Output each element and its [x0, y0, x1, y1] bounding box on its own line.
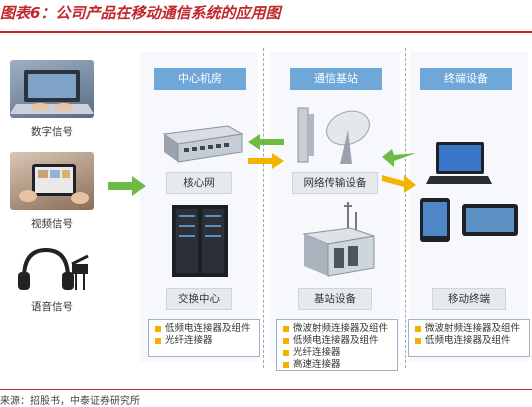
- tablet-icon: [420, 198, 450, 242]
- list-item: 微波射频连接器及组件: [415, 323, 523, 335]
- bullet-icon: [415, 325, 421, 332]
- list-item: 微波射频连接器及组件: [283, 323, 391, 335]
- laptop-typing-icon: [10, 60, 94, 118]
- bullet-icon: [415, 337, 421, 344]
- node-base-station: 基站设备: [298, 288, 372, 310]
- heading-terminal: 终端设备: [420, 68, 512, 90]
- tablet-video-icon: [10, 152, 94, 210]
- arrow-right-icon: [108, 176, 146, 196]
- component-list-center: 低频电连接器及组件 光纤连接器: [148, 319, 260, 357]
- column-divider: [263, 48, 264, 368]
- arrow-right-icon: [382, 175, 416, 193]
- arrow-right-icon: [248, 153, 284, 169]
- component-list-terminal: 微波射频连接器及组件 低频电连接器及组件: [408, 319, 530, 357]
- tablet-landscape-icon: [462, 204, 518, 236]
- heading-center: 中心机房: [154, 68, 246, 90]
- bullet-icon: [283, 325, 289, 332]
- bullet-icon: [283, 337, 289, 344]
- base-station-icon: [302, 202, 375, 277]
- node-core-network: 核心网: [166, 172, 232, 194]
- title-rule: [0, 31, 532, 33]
- list-item: 光纤连接器: [283, 347, 391, 359]
- laptop-icon: [426, 142, 492, 184]
- list-item: 低频电连接器及组件: [283, 335, 391, 347]
- column-band-station: [270, 52, 400, 362]
- list-item: 高速连接器: [283, 359, 391, 371]
- list-item: 低频电连接器及组件: [415, 335, 523, 347]
- figure-title: 图表6：公司产品在移动通信系统的应用图: [0, 4, 281, 22]
- source-label-digital: 数字信号: [31, 126, 73, 138]
- node-network-transmission: 网络传输设备: [292, 172, 378, 194]
- bullet-icon: [283, 349, 289, 356]
- component-list-station: 微波射频连接器及组件 低频电连接器及组件 光纤连接器 高速连接器: [276, 319, 398, 371]
- bullet-icon: [283, 361, 289, 368]
- bullet-icon: [155, 337, 161, 344]
- satellite-dish-icon: [297, 107, 370, 164]
- heading-station: 通信基站: [290, 68, 382, 90]
- source-label-video: 视频信号: [31, 218, 73, 230]
- server-chassis-icon: [162, 125, 244, 163]
- column-divider: [405, 48, 406, 368]
- footer-rule: [0, 389, 532, 390]
- node-mobile-terminal: 移动终端: [432, 288, 506, 310]
- server-rack-icon: [172, 205, 228, 277]
- arrow-left-icon: [382, 149, 416, 167]
- source-label-voice: 语音信号: [31, 301, 73, 313]
- list-item: 低频电连接器及组件: [155, 323, 253, 335]
- bullet-icon: [155, 325, 161, 332]
- list-item: 光纤连接器: [155, 335, 253, 347]
- node-switching-center: 交换中心: [166, 288, 232, 310]
- source-note: 来源：招股书，中泰证券研究所: [0, 396, 140, 407]
- arrow-left-icon: [248, 134, 284, 150]
- headphones-mic-icon: [10, 242, 94, 296]
